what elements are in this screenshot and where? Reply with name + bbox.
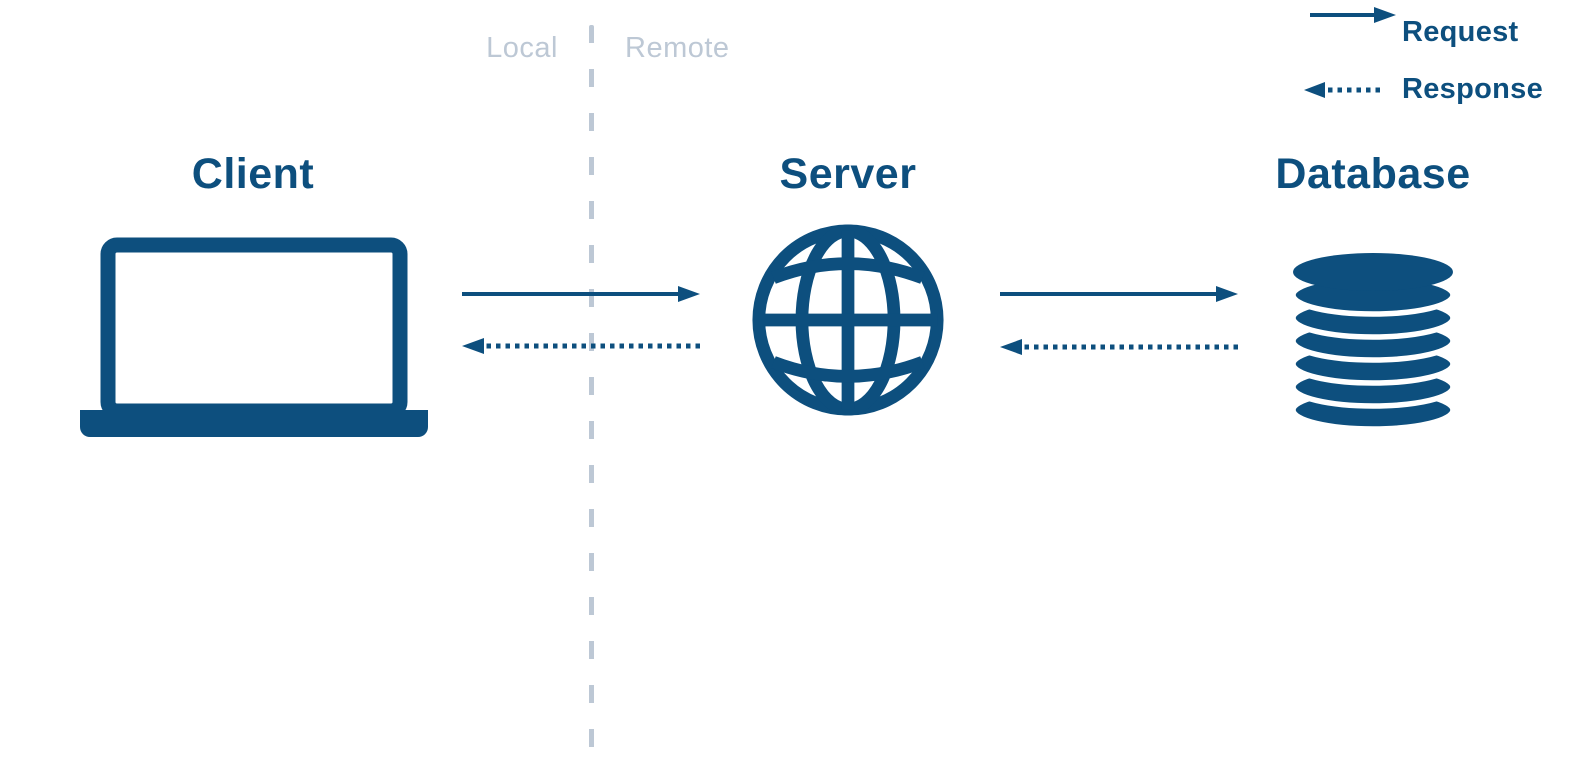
client-node-title: Client [191, 150, 315, 198]
local-remote-divider [589, 25, 594, 764]
laptop-icon [80, 237, 428, 437]
database-icon [1290, 252, 1456, 432]
server-node-title: Server [779, 150, 917, 198]
arrow-server-to-client-response [462, 336, 700, 356]
zone-label-remote: Remote [625, 32, 730, 64]
database-node-title: Database [1275, 150, 1471, 198]
legend-response-label: Response [1402, 73, 1543, 105]
legend-request-label: Request [1402, 16, 1519, 48]
arrow-client-to-server-request [462, 284, 700, 304]
globe-icon [750, 222, 946, 418]
legend-response-arrow-icon [1304, 81, 1380, 104]
arrow-server-to-database-request [1000, 284, 1238, 304]
legend-request-arrow-icon [1310, 6, 1396, 29]
zone-label-local: Local [486, 32, 558, 64]
arrow-database-to-server-response [1000, 337, 1238, 357]
